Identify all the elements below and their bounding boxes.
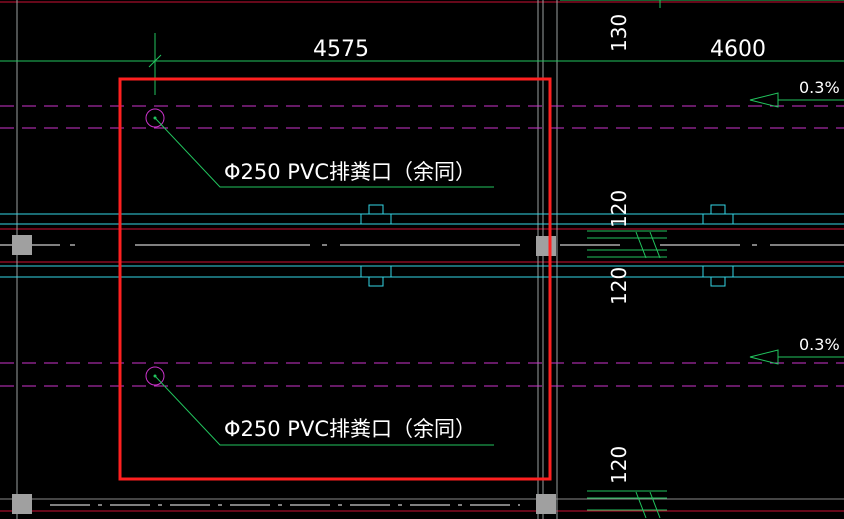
pipe-outlet-upper[interactable] bbox=[145, 108, 494, 188]
dimension-ticks-right bbox=[587, 230, 667, 519]
leader-line-lower bbox=[154, 375, 494, 446]
dimension-label-vertical-top: 130 bbox=[607, 14, 631, 52]
callout-upper: Φ250 PVC排粪口（余同） bbox=[224, 160, 476, 184]
leader-line-upper bbox=[154, 117, 494, 188]
slope-arrow-lower-icon bbox=[749, 349, 844, 365]
dimension-label-vertical-mid-upper: 120 bbox=[607, 190, 631, 228]
callout-lower: Φ250 PVC排粪口（余同） bbox=[224, 417, 476, 441]
slope-label-upper: 0.3% bbox=[799, 78, 840, 97]
pipe-outlet-lower-icon bbox=[145, 366, 165, 386]
axis-centerline bbox=[0, 244, 844, 506]
column-right-bottom bbox=[536, 494, 556, 514]
dimension-label-vertical-mid-lower: 120 bbox=[607, 267, 631, 305]
column-left-bottom bbox=[12, 494, 32, 514]
column-left-mid bbox=[12, 235, 32, 255]
pipe-outlet-lower[interactable] bbox=[145, 366, 494, 446]
dimension-line-top bbox=[0, 0, 844, 95]
slope-label-lower: 0.3% bbox=[799, 335, 840, 354]
dimension-label-top-left: 4575 bbox=[313, 37, 369, 62]
wall-lines bbox=[0, 204, 844, 287]
pipe-outlet-upper-icon bbox=[145, 108, 165, 128]
column-right-mid bbox=[536, 236, 556, 256]
selection-highlight-box[interactable] bbox=[118, 77, 552, 481]
dimension-label-vertical-bottom: 120 bbox=[607, 446, 631, 484]
slope-arrow-upper-icon bbox=[749, 92, 844, 108]
pipe-dashed-lines bbox=[0, 105, 844, 387]
dimension-label-top-right: 4600 bbox=[710, 37, 766, 62]
vertical-grid-lines bbox=[16, 0, 558, 519]
